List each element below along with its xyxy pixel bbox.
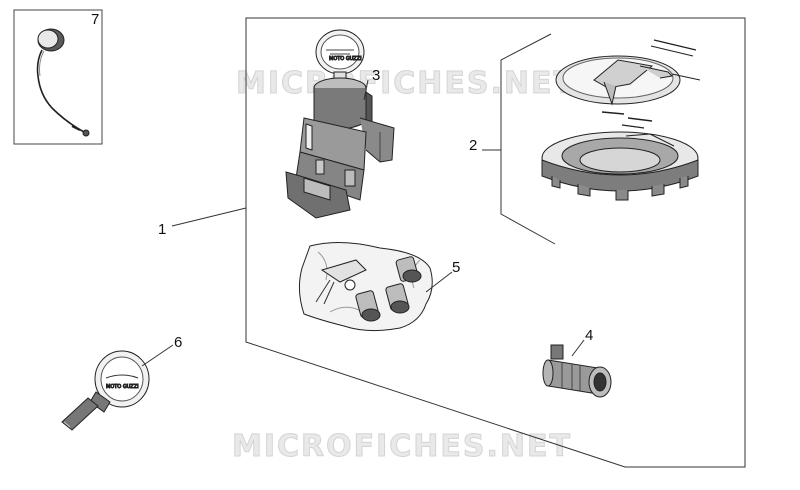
callout-6: 6	[174, 334, 182, 351]
callout-5: 5	[452, 259, 460, 276]
ignition-switch-part-3: MOTO GUZZI	[285, 29, 395, 219]
part-7-box	[13, 9, 103, 145]
key-6-emblem-text: MOTO GUZZI	[106, 384, 139, 390]
lock-cylinder-part-4	[542, 344, 612, 398]
fuel-cap-part-2	[541, 39, 701, 201]
watermark-bottom: MICROFICHES.NET	[232, 429, 572, 464]
wire-cap-part-7	[36, 28, 90, 137]
key-part-6: MOTO GUZZI	[61, 350, 150, 431]
subkit-2-outline	[500, 33, 556, 245]
callout-3: 3	[372, 67, 380, 84]
watermark-top: MICROFICHES.NET	[236, 66, 576, 101]
kit-outline	[245, 17, 746, 468]
callout-2: 2	[469, 137, 477, 154]
callout-7: 7	[91, 11, 99, 28]
lock-set-part-5	[298, 241, 433, 332]
key-3-emblem-text: MOTO GUZZI	[329, 56, 362, 62]
callout-4: 4	[585, 327, 593, 344]
callout-1: 1	[158, 221, 166, 238]
leader-lines	[141, 79, 585, 367]
